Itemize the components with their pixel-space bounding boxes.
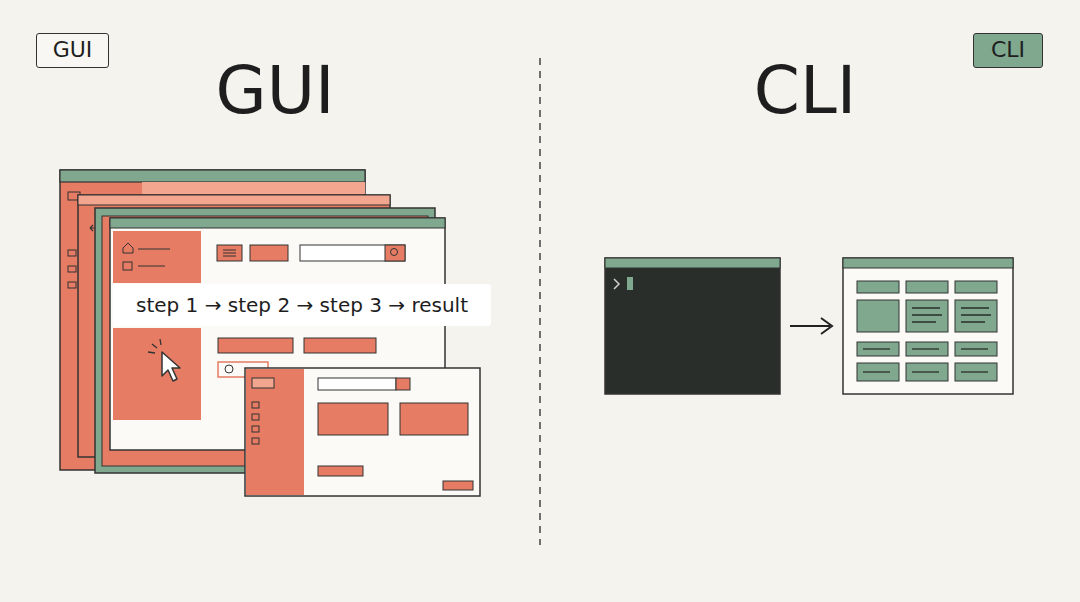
menu-icon	[252, 414, 259, 420]
window-titlebar	[60, 170, 365, 182]
cell-lines	[961, 308, 991, 322]
table-cell	[955, 363, 997, 381]
search-button	[385, 245, 405, 261]
sidebar	[246, 369, 304, 495]
flow-band: step 1 → step 2 → step 3 → result	[113, 284, 491, 326]
node-text: CLI	[991, 37, 1025, 63]
tag-box: GUI	[36, 33, 109, 68]
prompt-symbol	[614, 279, 619, 289]
arrow-line	[790, 325, 830, 327]
menu-line	[223, 253, 236, 254]
menu-icon	[252, 378, 274, 388]
text-cursor	[627, 277, 633, 290]
window-header	[142, 182, 365, 194]
content-button	[443, 481, 473, 490]
menu-icon	[252, 426, 259, 432]
menu-line	[138, 266, 165, 267]
content-card	[400, 403, 468, 435]
mouse-cursor	[162, 352, 180, 381]
content-card	[318, 403, 388, 435]
terminal-frame	[605, 258, 780, 394]
tag-box: CLI	[973, 33, 1043, 68]
toolbar-button	[217, 245, 242, 261]
window-icon	[68, 266, 76, 272]
click-marks	[148, 339, 161, 353]
menu-icon	[123, 262, 132, 270]
cell-lines	[863, 348, 890, 349]
divider-line	[539, 58, 541, 545]
table-cell	[955, 281, 997, 293]
window-icon	[68, 250, 76, 256]
cell-lines	[912, 371, 939, 372]
content-button	[304, 338, 376, 353]
content-button	[318, 466, 363, 476]
content-button	[218, 338, 293, 353]
search-field	[300, 245, 405, 261]
window-titlebar	[843, 258, 1013, 268]
table-cell	[906, 342, 948, 356]
terminal-titlebar	[605, 258, 780, 268]
gui-window-front	[245, 368, 480, 496]
cell-lines	[961, 348, 988, 349]
cell-lines	[863, 371, 890, 372]
window-frame	[843, 258, 1013, 394]
table-cell	[955, 300, 997, 332]
search-icon	[391, 249, 398, 256]
cell-lines	[961, 371, 988, 372]
table-cell	[906, 300, 948, 332]
result-arrow	[790, 318, 832, 334]
menu-icon	[252, 438, 259, 444]
sidebar	[113, 328, 201, 420]
home-icon	[123, 243, 133, 253]
table-cell	[857, 281, 899, 293]
cell-lines	[912, 348, 939, 349]
table-cell	[857, 363, 899, 381]
section-heading: GUI	[75, 55, 475, 128]
table-cell	[955, 342, 997, 356]
arrow-head	[821, 318, 832, 334]
menu-line	[138, 249, 170, 250]
cell-lines	[912, 308, 942, 322]
toolbar-button	[250, 245, 288, 261]
sidebar	[113, 231, 201, 283]
clock-icon	[225, 365, 233, 373]
window-titlebar	[78, 195, 390, 205]
window-frame	[245, 368, 480, 496]
table-cell	[857, 300, 899, 332]
table-cell	[857, 342, 899, 356]
menu-line	[223, 256, 236, 257]
section-heading: CLI	[605, 55, 1005, 128]
search-button	[396, 378, 410, 390]
window-icon	[68, 282, 76, 288]
table-cell	[906, 281, 948, 293]
menu-line	[223, 250, 236, 251]
node-text: step 1 → step 2 → step 3 → result	[136, 293, 468, 317]
menu-icon	[252, 402, 259, 408]
result-window	[843, 258, 1013, 394]
search-field	[318, 378, 396, 390]
terminal-window	[605, 258, 780, 394]
table-cell	[906, 363, 948, 381]
window-titlebar	[110, 218, 445, 228]
node-text: GUI	[53, 37, 93, 63]
